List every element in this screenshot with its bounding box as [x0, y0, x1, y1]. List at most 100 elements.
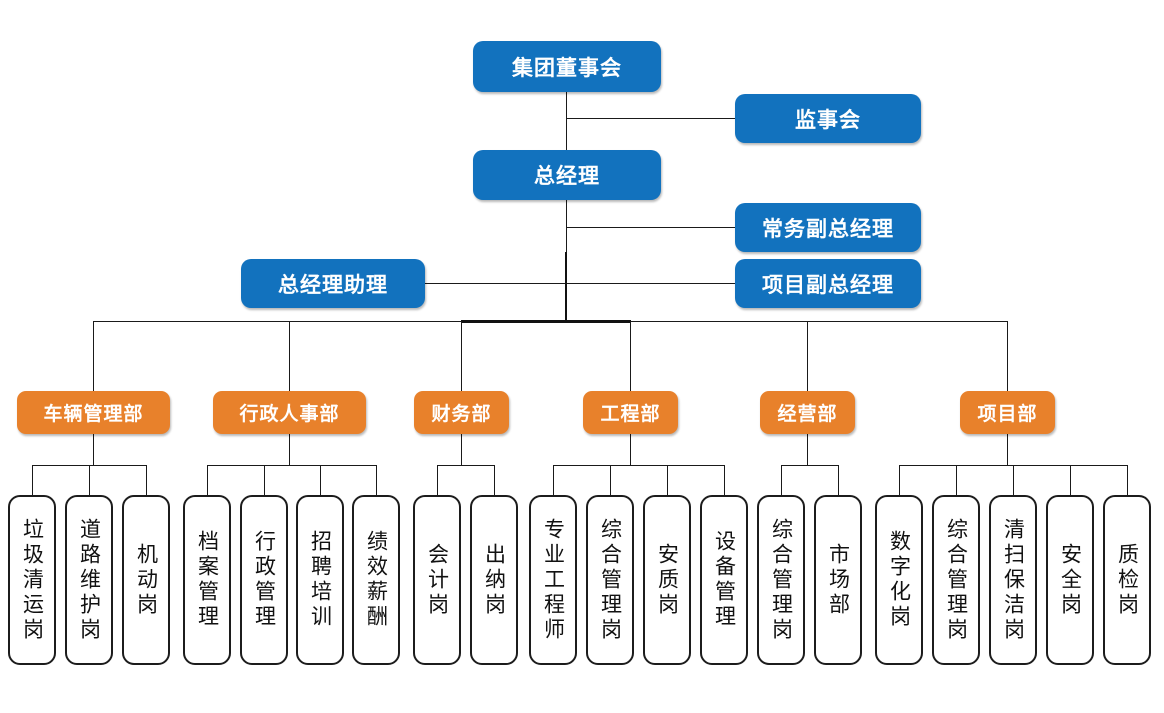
link-finance-to-cashier	[494, 465, 495, 495]
position-node-label: 综合管理岗	[598, 517, 623, 643]
position-node-label: 数字化岗	[887, 530, 912, 630]
link-project-dept-to-quality-inspection	[1127, 465, 1128, 495]
position-node-label: 综合管理岗	[944, 517, 969, 643]
stem-operations	[807, 434, 808, 465]
position-node-archive-mgmt[interactable]: 档案管理	[183, 495, 231, 665]
exec-node-label: 常务副总经理	[762, 217, 894, 241]
department-node-vehicle-mgmt[interactable]: 车辆管理部	[17, 391, 170, 434]
stem-vehicle-mgmt	[93, 434, 94, 465]
position-node-safety-post[interactable]: 安全岗	[1046, 495, 1094, 665]
exec-node-board[interactable]: 集团董事会	[473, 41, 661, 92]
link-operations-to-ops-general-mgmt	[781, 465, 782, 495]
exec-vice-branch	[566, 227, 735, 228]
position-node-digital-post[interactable]: 数字化岗	[875, 495, 923, 665]
sub-bus-operations	[781, 465, 838, 466]
position-node-admin-mgmt[interactable]: 行政管理	[240, 495, 288, 665]
link-finance-to-accountant	[437, 465, 438, 495]
position-node-trash-transport[interactable]: 垃圾清运岗	[8, 495, 56, 665]
project-vice-branch	[425, 283, 735, 284]
sub-bus-finance	[437, 465, 494, 466]
link-operations-to-market-dept	[838, 465, 839, 495]
department-node-label: 工程部	[600, 404, 661, 425]
position-node-ops-general-mgmt[interactable]: 综合管理岗	[757, 495, 805, 665]
position-node-quality-inspection[interactable]: 质检岗	[1103, 495, 1151, 665]
position-node-accountant[interactable]: 会计岗	[413, 495, 461, 665]
supervisory-branch	[566, 118, 735, 119]
link-engineering-to-pro-engineer	[553, 465, 554, 495]
link-bus-to-engineering	[630, 321, 631, 391]
position-node-cashier[interactable]: 出纳岗	[470, 495, 518, 665]
stem-engineering	[630, 434, 631, 465]
position-node-label: 绩效薪酬	[364, 530, 389, 630]
position-node-label: 行政管理	[252, 530, 277, 630]
department-node-label: 车辆管理部	[43, 404, 144, 425]
position-node-label: 出纳岗	[482, 542, 507, 618]
stem-admin-hr	[289, 434, 290, 465]
position-node-mobile-post[interactable]: 机动岗	[122, 495, 170, 665]
link-bus-to-finance	[461, 321, 462, 391]
position-node-label: 综合管理岗	[769, 517, 794, 643]
exec-node-supervisory[interactable]: 监事会	[735, 94, 921, 143]
stem-finance	[461, 434, 462, 465]
position-node-label: 市场部	[826, 542, 851, 618]
position-node-pro-engineer[interactable]: 专业工程师	[529, 495, 577, 665]
link-bus-to-admin-hr	[289, 321, 290, 391]
link-engineering-to-equipment-mgmt	[724, 465, 725, 495]
department-node-finance[interactable]: 财务部	[414, 391, 509, 434]
exec-node-exec-vice-gm[interactable]: 常务副总经理	[735, 203, 921, 252]
position-node-label: 垃圾清运岗	[20, 517, 45, 643]
exec-node-general-manager[interactable]: 总经理	[473, 150, 661, 200]
link-admin-hr-to-admin-mgmt	[264, 465, 265, 495]
department-node-admin-hr[interactable]: 行政人事部	[213, 391, 366, 434]
position-node-label: 道路维护岗	[77, 517, 102, 643]
exec-node-label: 总经理	[534, 165, 600, 188]
link-admin-hr-to-archive-mgmt	[207, 465, 208, 495]
position-node-proj-general-mgmt[interactable]: 综合管理岗	[932, 495, 980, 665]
exec-node-label: 集团董事会	[512, 56, 622, 80]
position-node-eng-general-mgmt[interactable]: 综合管理岗	[586, 495, 634, 665]
department-node-label: 项目部	[977, 404, 1038, 425]
exec-node-label: 总经理助理	[278, 273, 388, 297]
link-project-dept-to-safety-post	[1070, 465, 1071, 495]
dept-bus-emphasis	[461, 320, 631, 323]
department-node-operations[interactable]: 经营部	[760, 391, 855, 434]
department-node-label: 行政人事部	[239, 404, 340, 425]
position-node-label: 安全岗	[1058, 542, 1083, 618]
link-bus-to-vehicle-mgmt	[93, 321, 94, 391]
link-vehicle-mgmt-to-mobile-post	[146, 465, 147, 495]
sub-bus-admin-hr	[207, 465, 376, 466]
link-bus-to-project-dept	[1007, 321, 1008, 391]
link-engineering-to-safety-quality	[667, 465, 668, 495]
position-node-safety-quality[interactable]: 安质岗	[643, 495, 691, 665]
department-node-label: 财务部	[431, 404, 492, 425]
link-project-dept-to-proj-general-mgmt	[956, 465, 957, 495]
exec-node-label: 项目副总经理	[762, 273, 894, 297]
position-node-label: 机动岗	[134, 542, 159, 618]
board-to-gm-stem	[566, 92, 567, 150]
position-node-label: 会计岗	[425, 542, 450, 618]
position-node-road-maintenance[interactable]: 道路维护岗	[65, 495, 113, 665]
position-node-label: 设备管理	[712, 530, 737, 630]
link-vehicle-mgmt-to-road-maintenance	[89, 465, 90, 495]
position-node-cleaning-post[interactable]: 清扫保洁岗	[989, 495, 1037, 665]
link-project-dept-to-cleaning-post	[1013, 465, 1014, 495]
position-node-performance-pay[interactable]: 绩效薪酬	[352, 495, 400, 665]
position-node-market-dept[interactable]: 市场部	[814, 495, 862, 665]
position-node-label: 安质岗	[655, 542, 680, 618]
sub-bus-engineering	[553, 465, 724, 466]
exec-node-gm-assistant[interactable]: 总经理助理	[241, 259, 425, 308]
link-bus-to-operations	[807, 321, 808, 391]
link-engineering-to-eng-general-mgmt	[610, 465, 611, 495]
position-node-equipment-mgmt[interactable]: 设备管理	[700, 495, 748, 665]
position-node-label: 专业工程师	[541, 517, 566, 643]
stem-project-dept	[1007, 434, 1008, 465]
position-node-recruit-training[interactable]: 招聘培训	[296, 495, 344, 665]
department-node-project-dept[interactable]: 项目部	[960, 391, 1055, 434]
position-node-label: 质检岗	[1115, 542, 1140, 618]
department-node-engineering[interactable]: 工程部	[583, 391, 678, 434]
department-node-label: 经营部	[777, 404, 838, 425]
exec-node-project-vice-gm[interactable]: 项目副总经理	[735, 259, 921, 308]
gm-main-stem	[565, 252, 567, 322]
link-vehicle-mgmt-to-trash-transport	[32, 465, 33, 495]
